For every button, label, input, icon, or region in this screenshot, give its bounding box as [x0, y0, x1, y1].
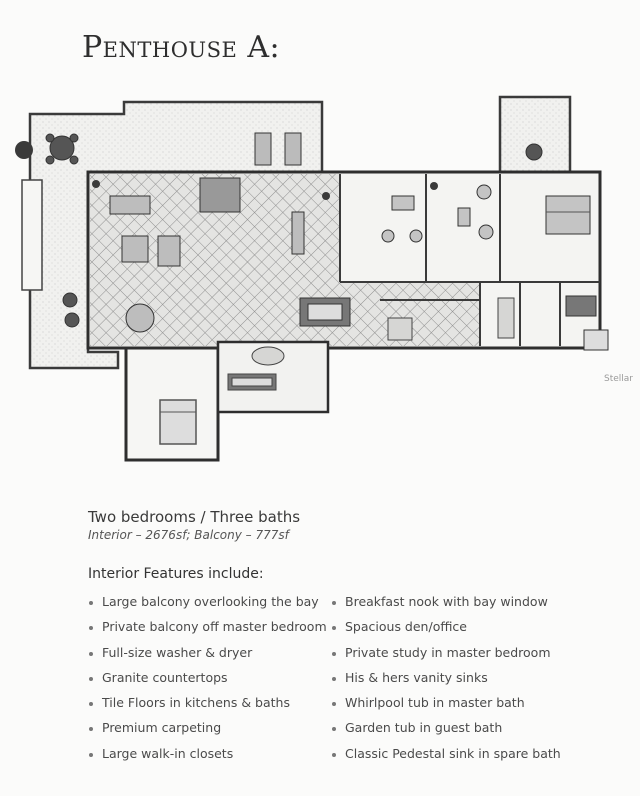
watermark: Stellar: [604, 374, 633, 384]
bath-fixtures: [227, 297, 515, 391]
features-list-left: Large balcony overlooking the bay Privat…: [89, 594, 327, 771]
feature-item: Classic Pedestal sink in spare bath: [332, 746, 561, 771]
den-master: [381, 184, 609, 351]
balcony-furniture: [45, 132, 543, 328]
unit-summary: Two bedrooms / Three baths Interior – 26…: [88, 508, 300, 542]
feature-item: Private balcony off master bedroom: [89, 619, 327, 644]
plant-icons: [15, 141, 438, 200]
guest-bedroom: [124, 340, 330, 462]
floor-plan: [15, 95, 609, 462]
feature-item: Spacious den/office: [332, 619, 561, 644]
bed-bath-count: Two bedrooms / Three baths: [88, 508, 301, 526]
feature-item: Whirlpool tub in master bath: [332, 695, 561, 720]
feature-item: Breakfast nook with bay window: [332, 594, 561, 619]
feature-item: Private study in master bedroom: [332, 645, 561, 670]
feature-item: Tile Floors in kitchens & baths: [89, 695, 327, 720]
square-footage: Interior – 2676sf; Balcony – 777sf: [88, 528, 289, 542]
living-furniture: [109, 177, 351, 333]
feature-item: Garden tub in guest bath: [332, 720, 561, 745]
feature-item: Premium carpeting: [89, 720, 327, 745]
feature-item: Large walk-in closets: [89, 746, 327, 771]
master-balcony: [498, 95, 572, 177]
feature-item: Large balcony overlooking the bay: [89, 594, 327, 619]
feature-item: His & hers vanity sinks: [332, 670, 561, 695]
features-heading: Interior Features include:: [88, 566, 264, 582]
feature-item: Granite countertops: [89, 670, 327, 695]
features-list-right: Breakfast nook with bay window Spacious …: [332, 594, 561, 771]
feature-item: Full-size washer & dryer: [89, 645, 327, 670]
page-title: Penthouse A:: [82, 30, 281, 65]
